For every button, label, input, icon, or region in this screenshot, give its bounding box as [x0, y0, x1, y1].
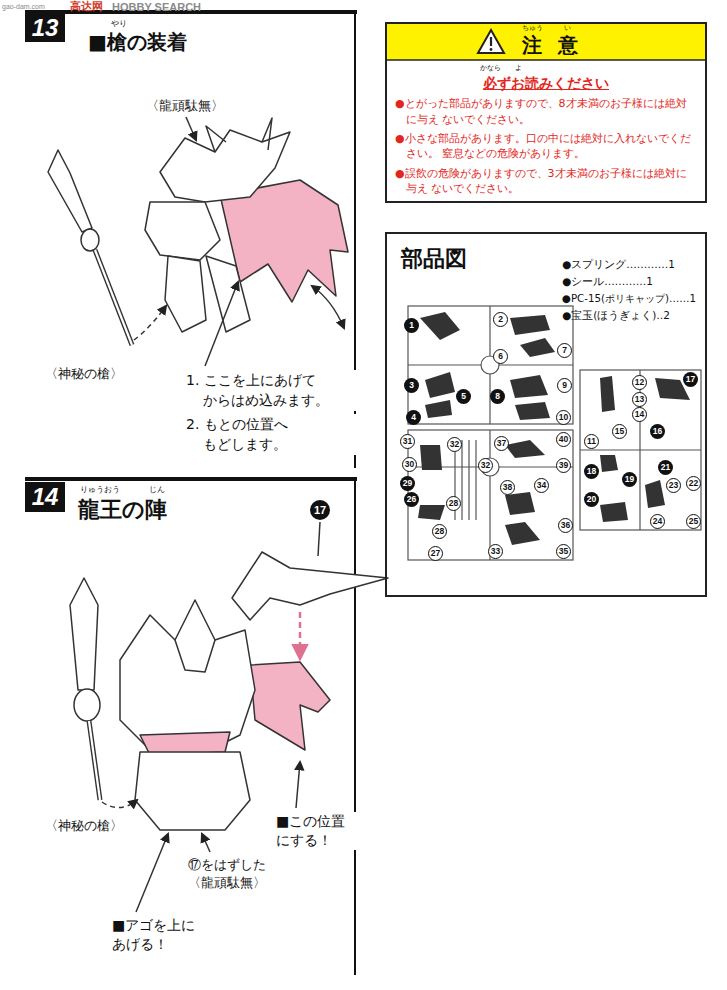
callout-number: 31	[400, 434, 415, 449]
callout-number: 22	[686, 476, 701, 491]
callout-number: 10	[556, 410, 571, 425]
node-text: 13	[32, 14, 59, 42]
callout-number: 26	[404, 492, 419, 507]
callout-text: ⑰をはずした 〈龍頑駄無〉	[188, 856, 288, 891]
callout-number: 4	[406, 410, 421, 425]
parts-list-item: ●シール…………1	[562, 275, 653, 288]
parts-panel: 部品図	[385, 232, 707, 597]
furigana: かなら	[480, 65, 501, 72]
parts-list-item: ●宝玉(ほうぎょく)‥2	[562, 309, 670, 322]
step-heading: ■槍の装着	[88, 30, 187, 54]
warning-band	[387, 24, 705, 60]
node-text: 14	[32, 483, 59, 511]
callout-number: 32	[478, 458, 493, 473]
callout-number: 18	[584, 464, 599, 479]
callout-number: 34	[534, 478, 549, 493]
furigana: よ	[515, 65, 522, 72]
callout-number: 9	[557, 378, 572, 393]
callout-number: 8	[490, 389, 505, 404]
sprue-parts	[418, 312, 690, 545]
step-number: 13	[25, 14, 65, 42]
parts-list-item: ●PC-15(ポリキャップ)……1	[562, 292, 696, 304]
callout-number: 29	[400, 476, 415, 491]
furigana: りゅうおう	[80, 486, 120, 494]
callout-text: ■アゴを上に あげる！	[112, 916, 212, 954]
callout-number: 17	[683, 372, 698, 387]
instruction-text: 1. ここを上にあげて からはめ込みます。	[186, 370, 368, 411]
callout-number: 25	[686, 514, 701, 529]
callout-number: 27	[428, 546, 443, 561]
callout-number: 36	[558, 518, 573, 533]
callout-number: 11	[584, 434, 599, 449]
callout-number: 6	[493, 349, 508, 364]
callout-number: 37	[494, 436, 509, 451]
callout-number: 14	[632, 407, 647, 422]
parts-list-item: ●スプリング…………1	[562, 258, 675, 271]
callout-number: 19	[622, 472, 637, 487]
furigana: ちゅう	[522, 25, 543, 32]
callout-number: 5	[456, 389, 471, 404]
part-name: 〈龍頑駄無〉	[146, 98, 224, 114]
callout-number: 16	[650, 424, 665, 439]
callout-number: 20	[584, 492, 599, 507]
callout-number: 12	[632, 375, 647, 390]
node-text: ●小さな部品があります。口の中には絶対に入れないでください。 窒息などの危険があ…	[395, 131, 697, 162]
instruction-text: 2. もとの位置へ もどします。	[186, 414, 368, 455]
callout-number: 13	[632, 392, 647, 407]
furigana: やり	[111, 20, 127, 28]
callout-text: ■この位置 にする！	[276, 812, 366, 850]
node-text: 必ずお読みください	[387, 74, 705, 92]
figure-step13	[48, 117, 348, 366]
watermark: gao-dam.com	[2, 3, 45, 10]
part-name: 〈神秘の槍〉	[45, 366, 123, 382]
furigana: い	[564, 25, 571, 32]
callout-number: 17	[310, 500, 330, 520]
callout-number: 24	[650, 514, 665, 529]
figure-step14	[70, 522, 388, 912]
callout-number: 35	[556, 544, 571, 559]
furigana: じん	[149, 486, 165, 494]
callout-number: 40	[556, 432, 571, 447]
callout-number: 30	[402, 457, 417, 472]
sprue-diagram	[408, 306, 701, 560]
callout-number: 32	[447, 437, 462, 452]
step-number: 14	[25, 482, 65, 512]
step-heading: 龍王の陣	[78, 497, 167, 523]
callout-number: 33	[488, 544, 503, 559]
node-text: 注意	[387, 24, 705, 60]
callout-number: 23	[666, 478, 681, 493]
callout-number: 15	[612, 424, 627, 439]
callout-number: 39	[556, 458, 571, 473]
callout-number: 28	[446, 496, 461, 511]
callout-number: 38	[500, 480, 515, 495]
part-name: 〈神秘の槍〉	[45, 818, 123, 834]
watermark: HOBBY SEARCH	[112, 1, 201, 13]
warning-box: 注意必ずお読みください ●とがった部品がありますので、8才未満のお子様には絶対に与…	[385, 22, 707, 203]
callout-number: 1	[404, 318, 419, 333]
watermark: 高达网	[70, 0, 103, 13]
callout-number: 2	[493, 312, 508, 327]
node-text: ●とがった部品がありますので、8才未満のお子様には絶対に与え ないでください。	[395, 96, 697, 127]
callout-number: 3	[404, 378, 419, 393]
callout-number: 21	[658, 460, 673, 475]
node-text: ●誤飲の危険がありますので、3才未満のお子様には絶対に与え ないでください。	[395, 166, 697, 197]
callout-number: 28	[432, 524, 447, 539]
callout-number: 7	[557, 343, 572, 358]
